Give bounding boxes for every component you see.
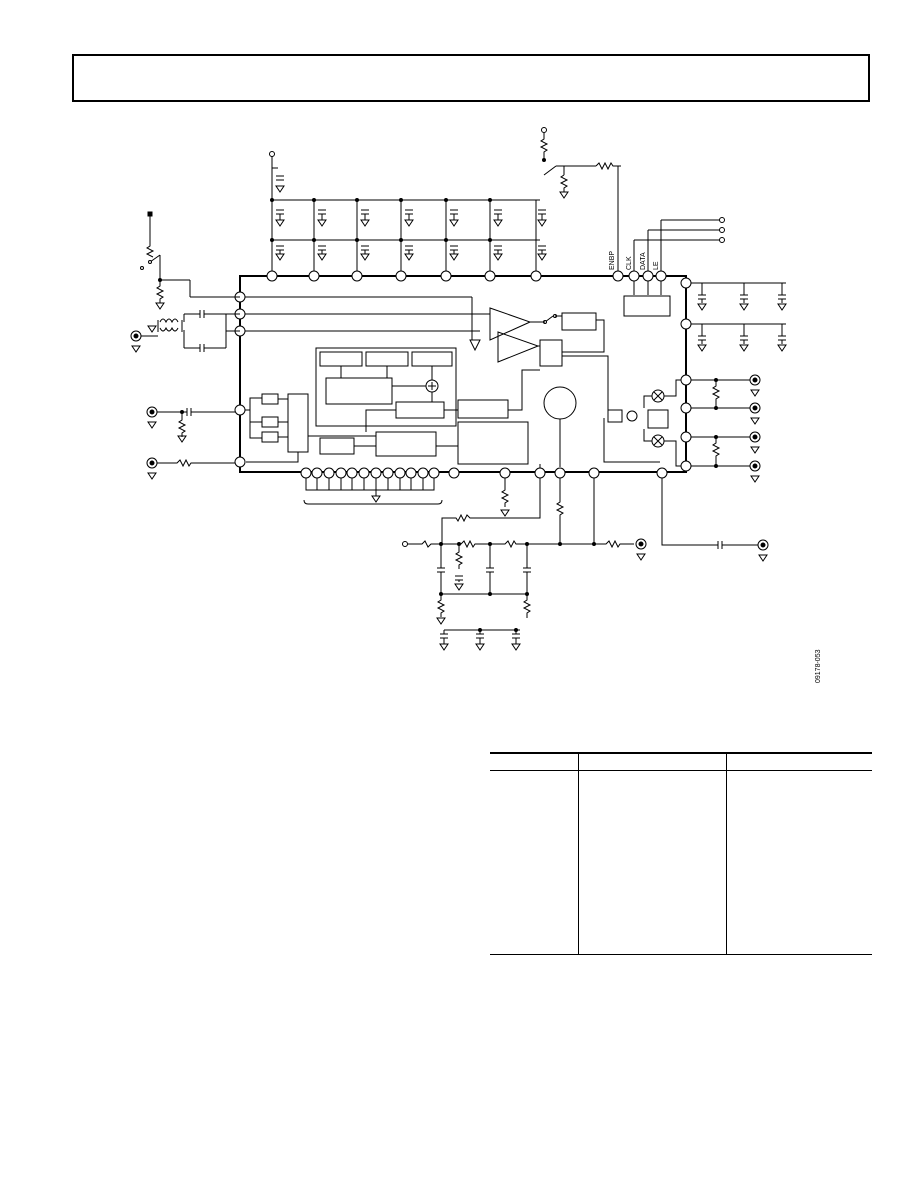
mixer-core xyxy=(543,379,681,467)
table-top-rule xyxy=(490,752,872,754)
header-box xyxy=(72,54,870,102)
table-column-divider xyxy=(578,754,579,954)
enbp-switch-network xyxy=(539,127,621,276)
supply-pins xyxy=(266,198,547,282)
loop-filter xyxy=(402,478,647,651)
decoupling-caps xyxy=(275,209,547,261)
figure-code: 09178-053 xyxy=(815,649,822,683)
top-supply-rail xyxy=(269,151,540,276)
iq-output-connectors xyxy=(680,374,761,483)
serial-interface xyxy=(612,217,725,317)
lo-output xyxy=(661,478,769,562)
ic-outline xyxy=(239,275,687,473)
pin-label-data: DATA xyxy=(640,252,647,270)
specification-table xyxy=(490,752,872,956)
table-column-divider xyxy=(726,754,727,954)
pin-label-clk: CLK xyxy=(626,256,633,270)
pin-label-enbp: ENBP xyxy=(609,251,616,270)
table-bottom-rule xyxy=(490,954,872,955)
rf-input-section xyxy=(130,211,490,353)
right-supply-caps xyxy=(680,277,787,352)
bottom-pins xyxy=(300,467,668,517)
if-input-section xyxy=(146,393,309,480)
synthesizer-blocks xyxy=(308,347,561,472)
table-header-rule xyxy=(490,770,872,771)
pin-label-le: LE xyxy=(653,261,660,270)
rf-amplifiers xyxy=(469,307,609,410)
